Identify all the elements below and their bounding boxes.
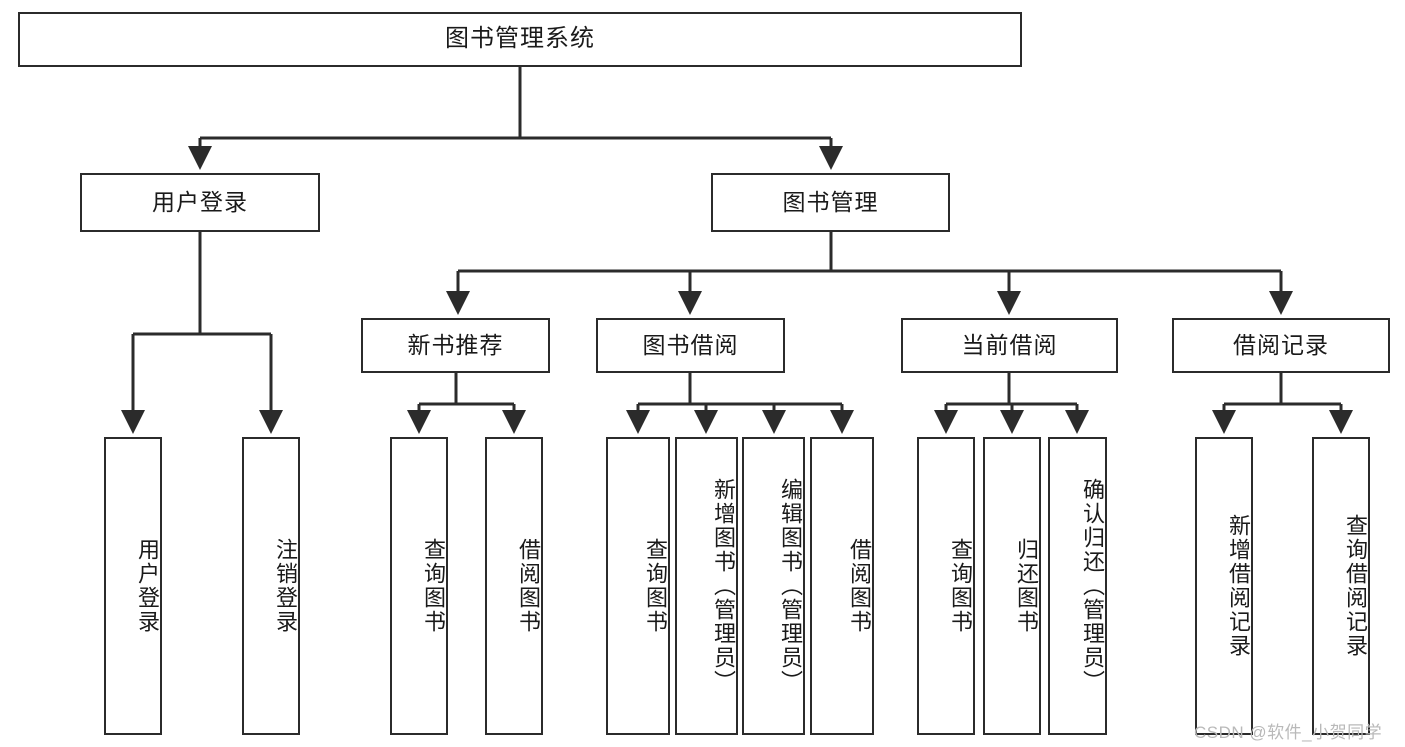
node-current-borrow-label: 当前借阅 — [961, 331, 1058, 358]
node-borrow-records-label: 借阅记录 — [1233, 331, 1329, 358]
node-leaf-edit-book-admin-label: 编辑图书（管理员） — [778, 478, 803, 694]
node-new-book-recommend[interactable]: 新书推荐 — [361, 318, 550, 373]
node-leaf-logout-label: 注销登录 — [273, 538, 298, 634]
node-leaf-add-book-admin-label: 新增图书（管理员） — [711, 478, 736, 694]
node-leaf-query-borrow-record-label: 查询借阅记录 — [1343, 514, 1368, 658]
node-leaf-query-books-recommend-label: 查询图书 — [421, 538, 446, 634]
node-leaf-borrow-books-recommend-label: 借阅图书 — [516, 538, 541, 634]
node-leaf-query-books-recommend[interactable]: 查询图书 — [390, 437, 448, 735]
node-leaf-add-borrow-record[interactable]: 新增借阅记录 — [1195, 437, 1253, 735]
node-new-book-recommend-label: 新书推荐 — [407, 331, 504, 358]
node-leaf-confirm-return-admin[interactable]: 确认归还（管理员） — [1048, 437, 1107, 735]
node-current-borrow[interactable]: 当前借阅 — [901, 318, 1118, 373]
node-leaf-user-login-label: 用户登录 — [135, 538, 160, 634]
node-book-management-label: 图书管理 — [782, 188, 879, 215]
node-leaf-confirm-return-admin-label: 确认归还（管理员） — [1080, 478, 1105, 694]
node-leaf-add-borrow-record-label: 新增借阅记录 — [1226, 514, 1251, 658]
node-leaf-borrow-book[interactable]: 借阅图书 — [810, 437, 874, 735]
node-book-borrow[interactable]: 图书借阅 — [596, 318, 785, 373]
node-leaf-return-book-label: 归还图书 — [1014, 538, 1039, 634]
node-leaf-edit-book-admin[interactable]: 编辑图书（管理员） — [742, 437, 805, 735]
node-leaf-query-books-borrow[interactable]: 查询图书 — [606, 437, 670, 735]
node-leaf-query-books-borrow-label: 查询图书 — [643, 538, 668, 634]
node-leaf-user-login[interactable]: 用户登录 — [104, 437, 162, 735]
node-leaf-query-borrow-record[interactable]: 查询借阅记录 — [1312, 437, 1370, 735]
csdn-watermark: CSDN @软件_小贺同学 — [1194, 723, 1383, 742]
node-leaf-query-books-current-label: 查询图书 — [948, 538, 973, 634]
node-root[interactable]: 图书管理系统 — [18, 12, 1022, 67]
node-book-management[interactable]: 图书管理 — [711, 173, 950, 232]
node-leaf-add-book-admin[interactable]: 新增图书（管理员） — [675, 437, 738, 735]
node-leaf-query-books-current[interactable]: 查询图书 — [917, 437, 975, 735]
node-user-login-label: 用户登录 — [152, 188, 248, 215]
node-leaf-logout[interactable]: 注销登录 — [242, 437, 300, 735]
node-user-login[interactable]: 用户登录 — [80, 173, 320, 232]
node-leaf-return-book[interactable]: 归还图书 — [983, 437, 1041, 735]
node-borrow-records[interactable]: 借阅记录 — [1172, 318, 1390, 373]
node-leaf-borrow-book-label: 借阅图书 — [847, 538, 872, 634]
node-book-borrow-label: 图书借阅 — [642, 331, 739, 358]
node-leaf-borrow-books-recommend[interactable]: 借阅图书 — [485, 437, 543, 735]
node-root-label: 图书管理系统 — [445, 25, 595, 53]
